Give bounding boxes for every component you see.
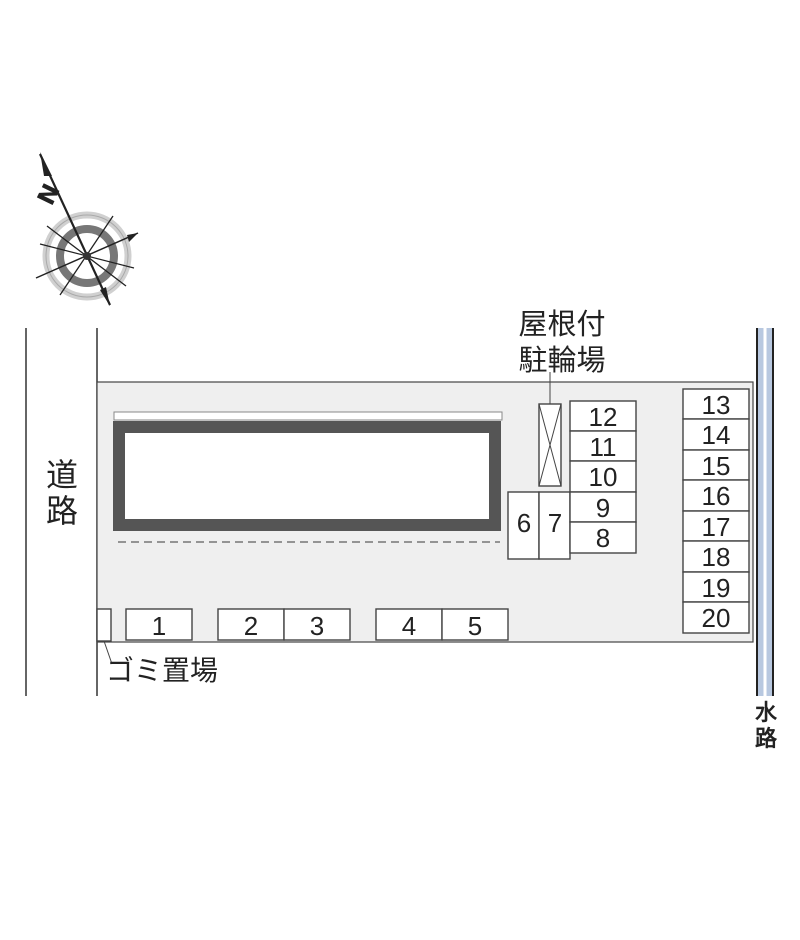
parking-space-11: 11 [569,430,637,462]
parking-space-7: 7 [538,491,571,560]
garbage-leader [103,640,113,665]
parking-space-12: 12 [569,400,637,432]
parking-number: 12 [589,402,618,432]
parking-space-front-5: 5 [441,608,509,641]
parking-number: 5 [468,611,482,641]
parking-number: 9 [596,493,610,523]
building [113,411,503,543]
parking-number: 18 [702,542,731,572]
parking-number: 13 [702,390,731,420]
road-label-2: 路 [46,492,78,530]
parking-space-13: 13 [682,388,750,420]
parking-number: 4 [402,611,416,641]
parking-space-20: 20 [682,601,750,634]
parking-space-16: 16 [682,479,750,512]
parking-space-6: 6 [507,491,540,560]
parking-number: 16 [702,481,731,511]
parking-number: 8 [596,523,610,553]
parking-space-17: 17 [682,510,750,542]
parking-number: 19 [702,573,731,603]
parking-space-front-4: 4 [375,608,443,641]
parking-number: 10 [589,462,618,492]
parking-number: 1 [152,611,166,641]
bike-parking-label-1: 屋根付 [518,307,605,341]
parking-space-front-2: 2 [217,608,285,641]
bike-parking-label-2: 駐輪場 [518,343,605,377]
waterway-label-1: 水 [755,701,778,726]
garbage-label: ゴミ置場 [106,654,218,687]
parking-space-front-1: 1 [125,608,193,641]
parking-number: 11 [590,432,617,462]
parking-space-14: 14 [682,418,750,451]
bike-parking-box [538,403,562,487]
parking-space-19: 19 [682,571,750,603]
parking-space-15: 15 [682,449,750,481]
garbage-area [96,608,112,642]
parking-space-18: 18 [682,540,750,573]
parking-number: 17 [702,512,731,542]
compass-icon: N [32,152,139,306]
parking-number: 6 [517,508,531,538]
parking-number: 2 [244,611,258,641]
parking-space-9: 9 [569,491,637,523]
parking-number: 20 [702,603,731,633]
waterway-label-2: 路 [755,726,778,752]
parking-number: 3 [310,611,324,641]
parking-space-10: 10 [569,460,637,493]
parking-number: 15 [702,451,731,481]
parking-space-front-3: 3 [283,608,351,641]
road-label-1: 道 [46,456,78,494]
waterway [756,328,774,696]
north-label: N [32,179,66,209]
parking-number: 14 [702,420,731,450]
parking-space-8: 8 [569,521,637,554]
parking-number: 7 [548,508,562,538]
